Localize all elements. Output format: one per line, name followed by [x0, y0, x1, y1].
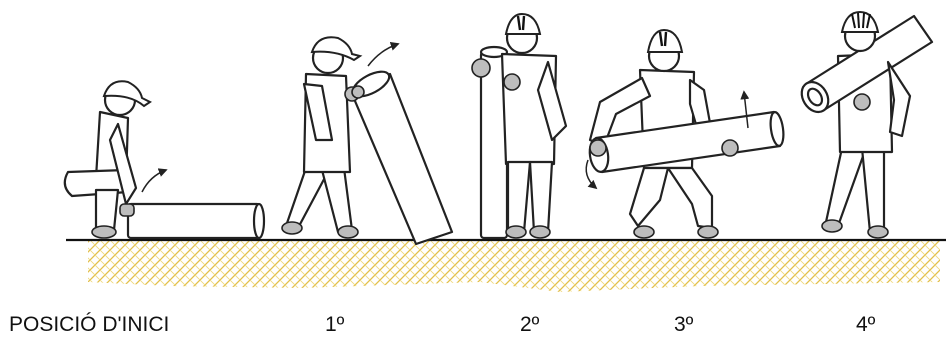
step-label-3: 3º	[674, 313, 693, 337]
step-label-4: 4º	[856, 313, 875, 337]
ground	[66, 240, 946, 292]
worker-step-1	[282, 37, 452, 244]
step-label-start: POSICIÓ D'INICI	[9, 313, 169, 337]
rotation-arrow-icon	[142, 170, 166, 192]
step-label-1: 1º	[325, 313, 344, 337]
pipe-icon	[128, 204, 264, 238]
worker-step-3	[586, 30, 785, 238]
rotation-arrow-icon	[368, 44, 398, 66]
worker-step-4	[796, 12, 932, 238]
step-label-2: 2º	[520, 313, 539, 337]
ground-hatch-icon	[88, 240, 940, 292]
worker-step-start	[65, 81, 264, 238]
helmet-icon	[842, 12, 878, 32]
worker-step-2	[472, 14, 566, 238]
